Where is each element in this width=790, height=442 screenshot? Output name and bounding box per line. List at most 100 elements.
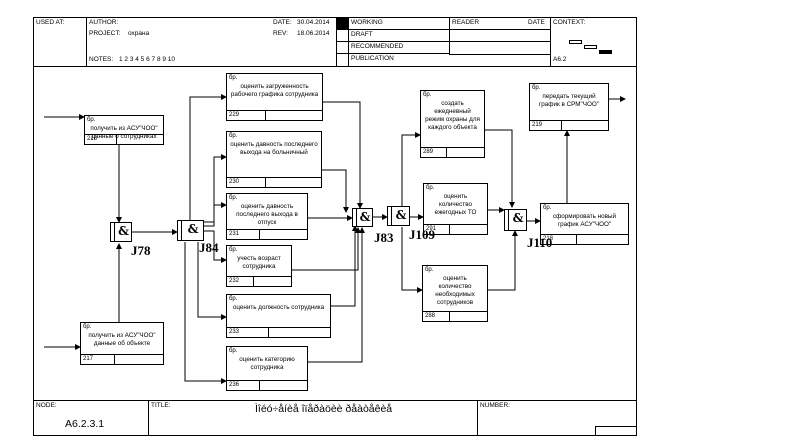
arrow: [308, 227, 365, 363]
box-number: 232: [229, 278, 240, 284]
junction-j110[interactable]: &: [504, 209, 527, 231]
arrow: [204, 202, 227, 227]
junction-j109[interactable]: &: [387, 206, 410, 226]
context-node: A6.2: [553, 56, 567, 63]
arrow: [189, 94, 227, 220]
box-footer: 219: [530, 120, 608, 130]
junction-symbol: &: [512, 211, 524, 225]
activity-box-291[interactable]: бр. оценить количество ежегодных ТО 291: [423, 183, 488, 235]
activity-box-231[interactable]: бр. оценить давность последнего выхода в…: [226, 193, 308, 240]
box-number: 219: [532, 122, 543, 128]
header-divider: [449, 17, 450, 55]
arrow: [204, 154, 227, 223]
box-code: бр.: [229, 247, 238, 253]
junction-label: J109: [409, 227, 435, 242]
box-label: получить из АСУ"ЧОО" данные о сотрудника…: [90, 125, 158, 140]
junction-symbol: &: [359, 210, 371, 224]
box-label: оценить давность последнего выхода в отп…: [236, 203, 298, 226]
activity-box-233[interactable]: бр. оценить должность сотрудника 233: [226, 294, 331, 338]
box-code: бр.: [83, 324, 92, 330]
rev-label: REV:: [273, 30, 288, 37]
box-number: 216: [87, 136, 98, 142]
context-mini-box: [584, 45, 597, 49]
notes-values: 1 2 3 4 5 6 7 8 9 10: [119, 56, 176, 63]
project-value: охрана: [128, 30, 150, 37]
arrow: [204, 230, 227, 263]
junction-symbol: &: [118, 224, 129, 238]
activity-box-218[interactable]: бр. сформировать новый график АСУ"ЧОО" 2…: [540, 203, 629, 245]
project-label: PROJECT:: [89, 30, 121, 37]
header-row-line: [449, 41, 550, 42]
arrow: [401, 132, 421, 207]
box-label: оценить количество необходимых сотрудник…: [435, 275, 475, 306]
date-label: DATE:: [273, 19, 292, 26]
junction-label: J84: [199, 240, 219, 255]
box-number: 231: [229, 231, 240, 237]
node-value: A6.2.3.1: [65, 418, 105, 430]
box-code: бр.: [87, 117, 96, 123]
header-row-line: [336, 53, 449, 54]
box-number: 291: [426, 226, 437, 232]
status-working: WORKING: [351, 19, 383, 26]
activity-box-216[interactable]: бр. получить из АСУ"ЧОО" данные о сотруд…: [84, 115, 164, 145]
context-mini-box-current: [599, 50, 612, 54]
context-mini-box: [569, 40, 582, 44]
box-label: оценить давность последнего выхода на бо…: [230, 141, 318, 156]
box-footer: 291: [424, 224, 487, 234]
status-recommended: RECOMMENDED: [351, 43, 404, 50]
box-footer: 233: [227, 327, 330, 337]
diagram-title: Ìîéó÷åíèå îïåðàöèè ðåàòåêèå: [255, 403, 393, 415]
box-number: 218: [543, 236, 554, 242]
box-label: оценить количество ежегодных ТО: [434, 193, 477, 216]
junction-j83[interactable]: &: [352, 208, 373, 227]
junction-label: J78: [131, 243, 151, 258]
reader-date-label: DATE: [528, 19, 545, 26]
junction-j84[interactable]: &: [177, 220, 204, 241]
box-code: бр.: [229, 296, 238, 302]
working-status-indicator: [336, 18, 348, 29]
author-label: AUTHOR:: [89, 19, 119, 26]
box-code: бр.: [229, 195, 238, 201]
arrow: [485, 129, 515, 208]
header-row-line: [336, 41, 449, 42]
box-number: 289: [423, 149, 434, 155]
arrow: [488, 230, 518, 291]
status-draft: DRAFT: [351, 31, 373, 38]
box-label: оценить загруженность рабочего графика с…: [230, 83, 319, 98]
activity-box-232[interactable]: бр. учесть возраст сотрудника 232: [226, 245, 292, 287]
activity-box-236[interactable]: бр. оценить категорию сотрудника 236: [226, 346, 308, 391]
box-footer: 218: [541, 234, 628, 244]
reader-label: READER: [452, 19, 480, 26]
box-label: сформировать новый график АСУ"ЧОО": [552, 213, 617, 228]
junction-label: J83: [374, 230, 394, 245]
diagram-frame: [33, 17, 637, 436]
activity-box-288[interactable]: бр. оценить количество необходимых сотру…: [422, 265, 488, 322]
box-footer: 229: [227, 110, 322, 120]
box-footer: 289: [421, 147, 484, 157]
footer-corner-line: [595, 426, 596, 436]
activity-box-217[interactable]: бр. получить из АСУ"ЧОО" данные об объек…: [80, 322, 164, 365]
box-number: 230: [229, 179, 240, 185]
activity-box-229[interactable]: бр. оценить загруженность рабочего графи…: [226, 73, 323, 121]
box-number: 236: [229, 382, 240, 388]
box-number: 217: [83, 356, 94, 362]
footer-corner-line: [595, 426, 637, 427]
arrow: [184, 242, 227, 384]
junction-symbol: &: [187, 222, 199, 236]
footer-divider: [477, 400, 478, 436]
arrow: [331, 225, 358, 307]
arrow: [322, 169, 349, 213]
box-code: бр.: [423, 92, 432, 98]
notes-label: NOTES:: [89, 56, 114, 63]
rev-value: 18.06.2014: [297, 30, 330, 37]
box-code: бр.: [229, 75, 238, 81]
box-number: 229: [229, 112, 240, 118]
activity-box-219[interactable]: бр. передать текущий график в СРМ"ЧОО" 2…: [529, 83, 609, 131]
number-label: NUMBER:: [480, 402, 510, 409]
activity-box-289[interactable]: бр. создать ежедневный режим охраны для …: [420, 90, 485, 158]
activity-box-230[interactable]: бр. оценить давность последнего выхода н…: [226, 131, 322, 188]
junction-j78[interactable]: &: [110, 222, 132, 242]
box-code: бр.: [425, 267, 434, 273]
